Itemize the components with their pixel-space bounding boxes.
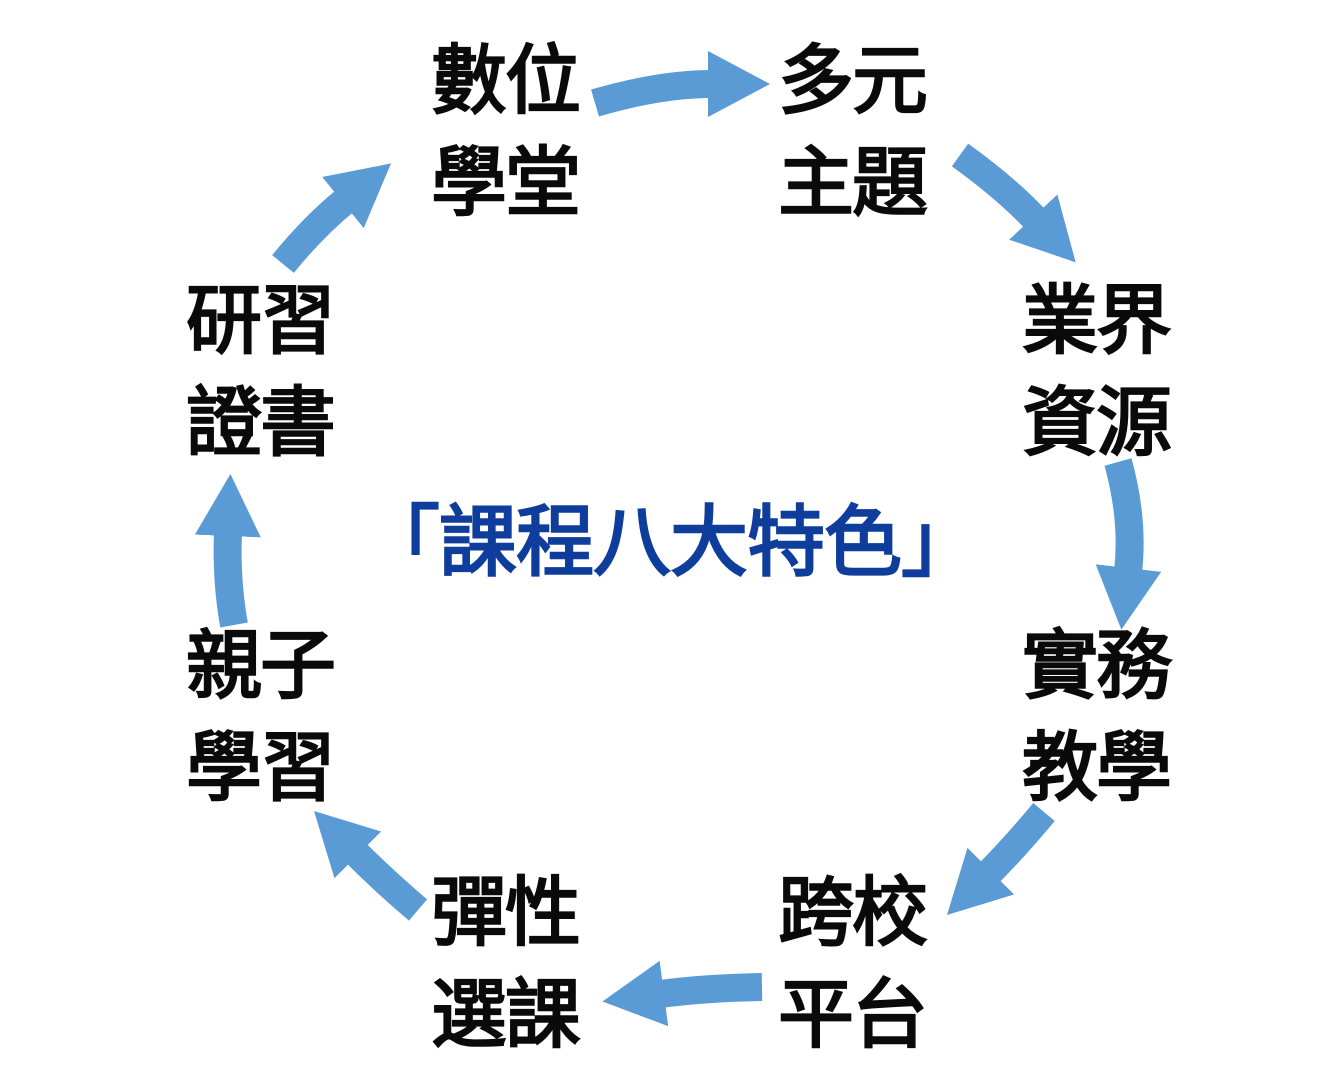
arrow-crossschool-to-flexible: [602, 960, 763, 1027]
node-line: 選課: [431, 970, 581, 1059]
arrow-parentchild-to-certificate: [194, 474, 261, 628]
diagram-title: 「課程八大特色」: [361, 498, 979, 588]
node-line: 親子: [186, 621, 336, 710]
node-line: 彈性: [431, 868, 581, 957]
node-line: 多元: [778, 36, 928, 125]
node-flexible-course-selection: 彈性 選課: [425, 862, 585, 1066]
node-line: 實務: [1022, 621, 1172, 710]
node-line: 業界: [1022, 276, 1172, 365]
node-industry-resources: 業界 資源: [1016, 270, 1176, 474]
node-line: 跨校: [778, 868, 928, 957]
node-practical-teaching: 實務 教學: [1016, 615, 1176, 819]
arrow-practice-to-crossschool: [946, 803, 1055, 916]
arrow-flexible-to-parentchild: [313, 810, 428, 921]
node-study-certificate: 研習 證書: [180, 270, 340, 474]
node-line: 研習: [186, 276, 336, 365]
node-line: 學習: [186, 723, 336, 812]
node-diverse-themes: 多元 主題: [772, 30, 932, 234]
arrow-digital-to-diverse: [591, 51, 770, 118]
node-line: 學堂: [431, 138, 581, 227]
node-line: 數位: [431, 36, 581, 125]
node-parent-child-learning: 親子 學習: [180, 615, 340, 819]
node-line: 教學: [1022, 723, 1172, 812]
arrow-diverse-to-industry: [951, 143, 1076, 263]
node-line: 證書: [186, 378, 336, 467]
arrow-certificate-to-digital: [272, 163, 392, 273]
node-cross-school-platform: 跨校 平台: [772, 862, 932, 1066]
node-line: 資源: [1022, 378, 1172, 467]
node-digital-classroom: 數位 學堂: [425, 30, 585, 234]
node-line: 平台: [778, 970, 928, 1059]
node-line: 主題: [778, 138, 928, 227]
arrow-industry-to-practice: [1095, 458, 1162, 630]
